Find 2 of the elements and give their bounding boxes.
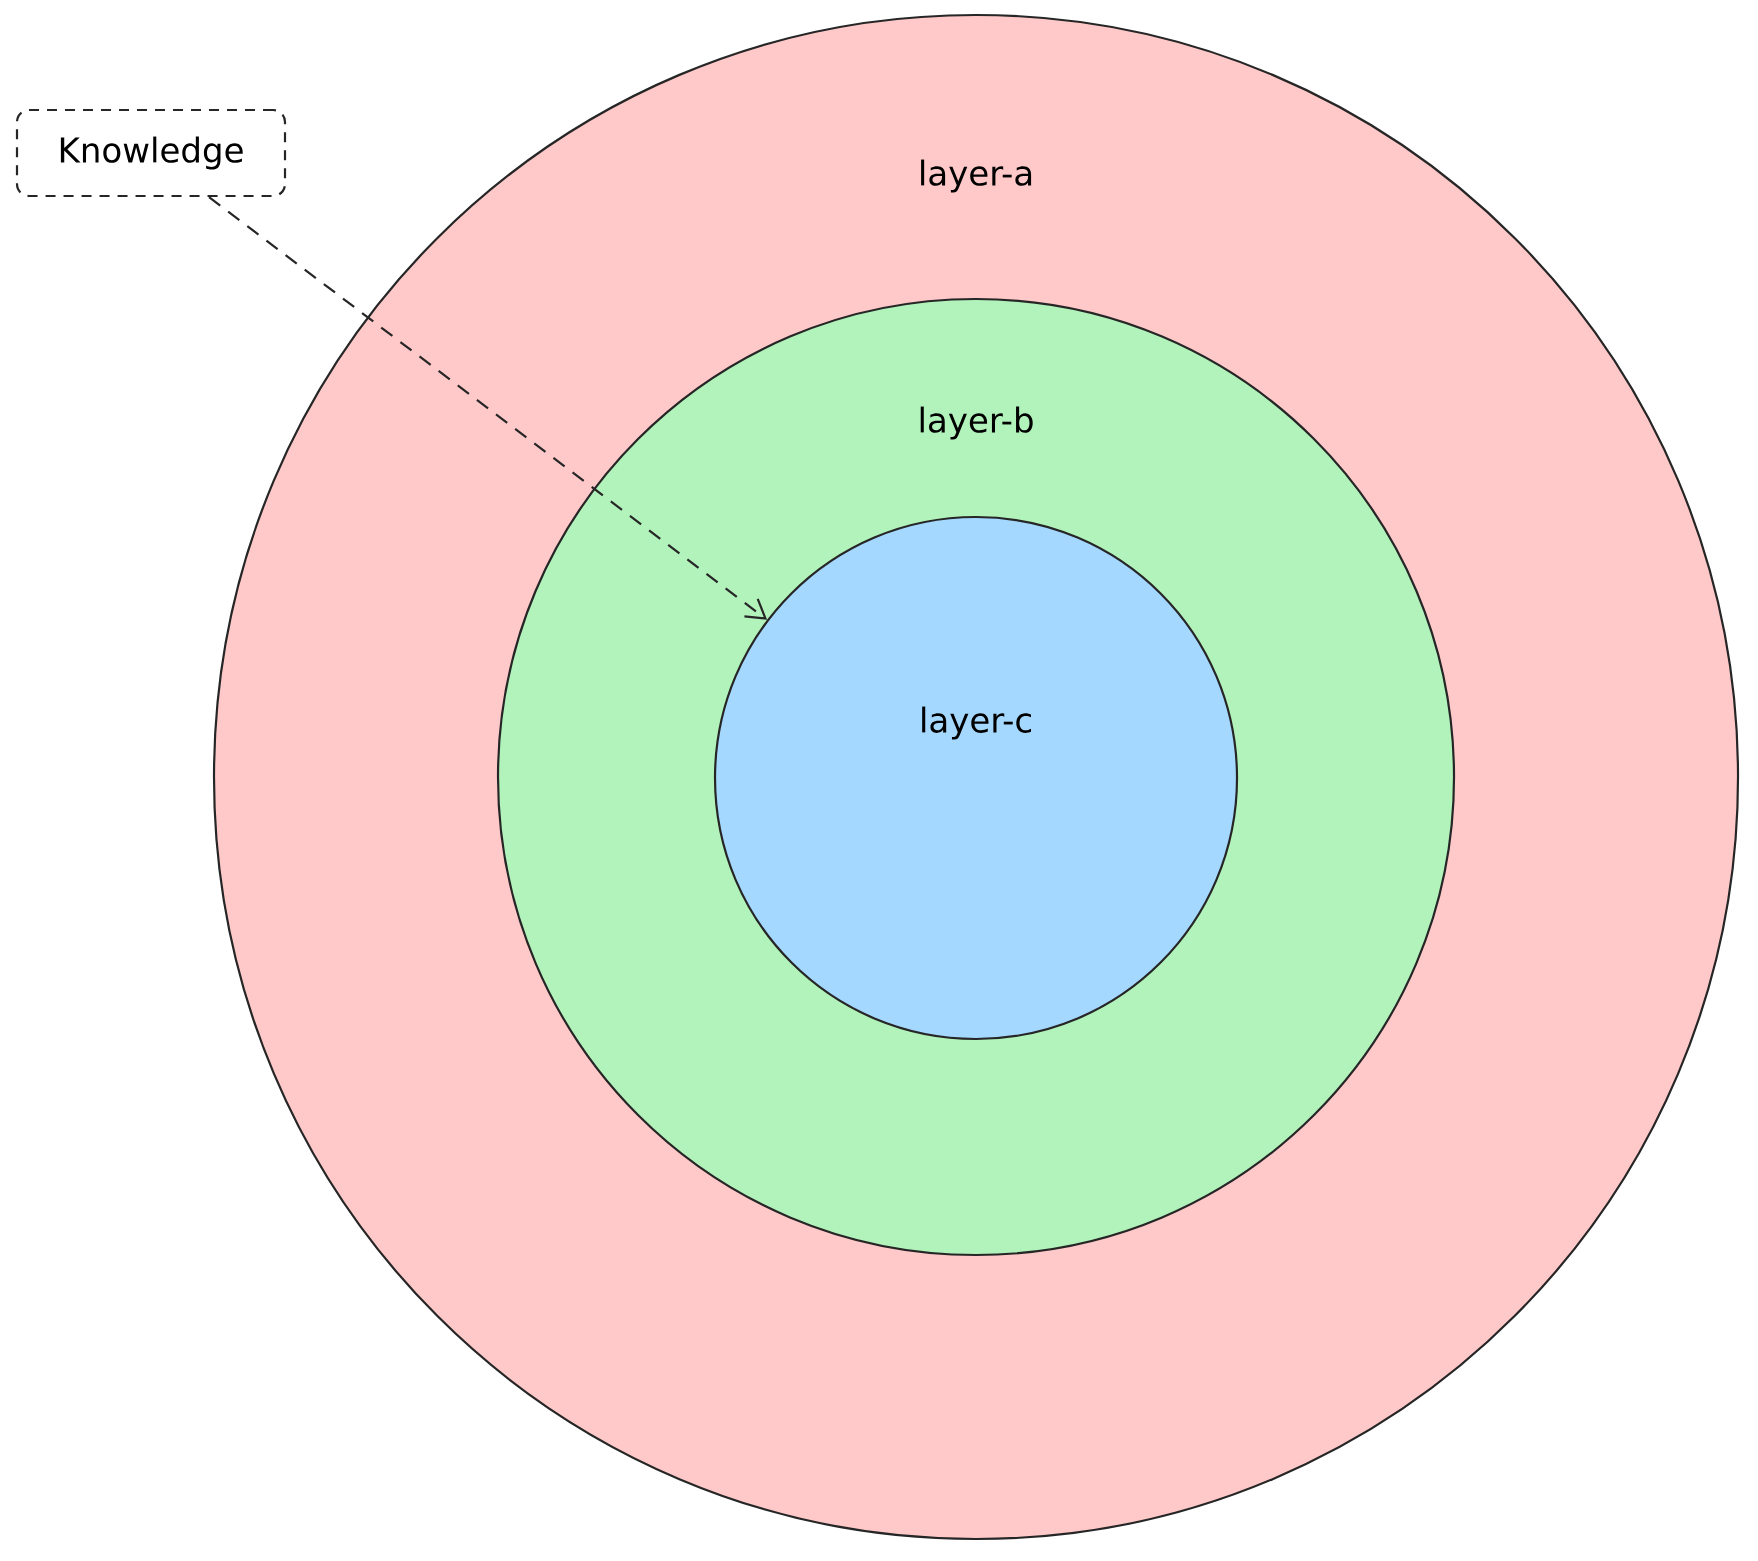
dashed-box: Knowledge [15, 108, 287, 198]
arrow [208, 196, 768, 620]
